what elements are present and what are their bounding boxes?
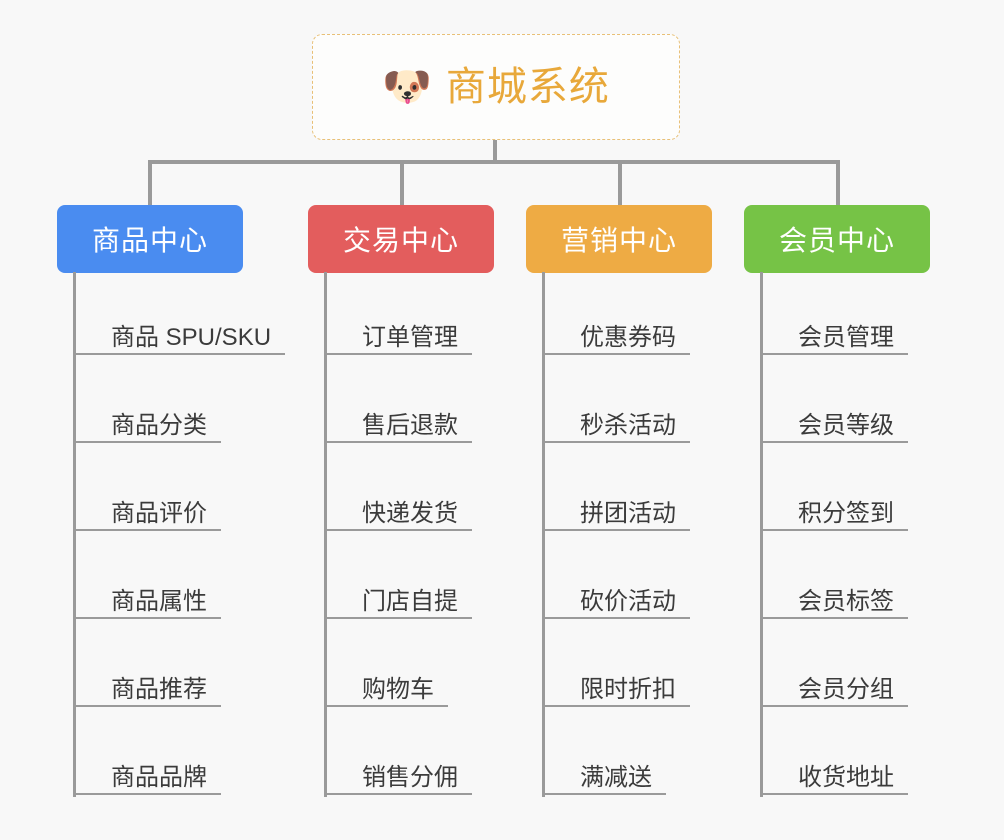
shiba-dog-face-icon: 🐶 — [382, 65, 432, 109]
leaf-item-label: 商品评价 — [111, 500, 207, 527]
leaf-item-underline — [760, 353, 908, 355]
root-title: 商城系统 — [445, 65, 610, 109]
leaf-item-underline — [760, 441, 908, 443]
branch-trunk-line — [542, 272, 545, 797]
leaf-item-underline — [73, 441, 221, 443]
connector-bus-line — [149, 160, 840, 164]
leaf-item-label: 优惠券码 — [580, 324, 676, 351]
leaf-item-label: 商品属性 — [111, 588, 207, 615]
leaf-item-label: 满减送 — [580, 764, 652, 791]
leaf-item-underline — [324, 353, 472, 355]
leaf-item-underline — [73, 793, 221, 795]
leaf-item-label: 商品 SPU/SKU — [111, 324, 272, 351]
leaf-item-label: 会员分组 — [798, 676, 894, 703]
leaf-item-underline — [542, 793, 666, 795]
leaf-item-underline — [73, 353, 285, 355]
leaf-item-label: 售后退款 — [362, 412, 458, 439]
leaf-item-underline — [760, 617, 908, 619]
leaf-item-label: 商品推荐 — [111, 676, 207, 703]
leaf-item-label: 收货地址 — [798, 764, 894, 791]
leaf-item-label: 秒杀活动 — [580, 412, 676, 439]
connector-drop-1 — [148, 160, 152, 206]
category-title-2: 营销中心 — [560, 225, 677, 256]
leaf-item-underline — [73, 617, 221, 619]
connector-drop-4 — [836, 160, 840, 206]
leaf-item-underline — [73, 529, 221, 531]
leaf-item-label: 砍价活动 — [580, 588, 676, 615]
category-box-0[interactable]: 商品中心 — [57, 205, 243, 273]
leaf-item-underline — [760, 793, 908, 795]
leaf-item-label: 拼团活动 — [580, 500, 676, 527]
leaf-item-underline — [760, 705, 908, 707]
leaf-item-underline — [760, 529, 908, 531]
leaf-item-underline — [542, 353, 690, 355]
leaf-item-underline — [542, 617, 690, 619]
leaf-item-label: 会员管理 — [798, 324, 894, 351]
leaf-item-label: 门店自提 — [362, 588, 458, 615]
category-title-0: 商品中心 — [91, 225, 208, 256]
leaf-item-underline — [324, 441, 472, 443]
leaf-item-label: 限时折扣 — [580, 676, 676, 703]
branch-trunk-line — [324, 272, 327, 797]
leaf-item-label: 购物车 — [362, 676, 434, 703]
category-box-2[interactable]: 营销中心 — [526, 205, 712, 273]
root-node[interactable]: 🐶 商城系统 — [312, 34, 680, 140]
leaf-item-underline — [542, 441, 690, 443]
category-title-3: 会员中心 — [778, 225, 895, 256]
branch-trunk-line — [73, 272, 76, 797]
leaf-item-underline — [324, 617, 472, 619]
leaf-item-underline — [73, 705, 221, 707]
leaf-item-label: 快递发货 — [362, 500, 458, 527]
leaf-item-label: 商品分类 — [111, 412, 207, 439]
leaf-item-label: 商品品牌 — [111, 764, 207, 791]
connector-drop-3 — [618, 160, 622, 206]
leaf-item-label: 会员等级 — [798, 412, 894, 439]
category-title-1: 交易中心 — [342, 225, 459, 256]
leaf-item-label: 积分签到 — [798, 500, 894, 527]
leaf-item-label: 销售分佣 — [362, 764, 458, 791]
leaf-item-underline — [542, 705, 690, 707]
category-box-1[interactable]: 交易中心 — [308, 205, 494, 273]
leaf-item-underline — [324, 705, 448, 707]
leaf-item-underline — [542, 529, 690, 531]
leaf-item-underline — [324, 529, 472, 531]
branch-trunk-line — [760, 272, 763, 797]
root-stem-line — [493, 140, 497, 162]
leaf-item-label: 订单管理 — [362, 324, 458, 351]
leaf-item-label: 会员标签 — [798, 588, 894, 615]
connector-drop-2 — [400, 160, 404, 206]
leaf-item-underline — [324, 793, 472, 795]
category-box-3[interactable]: 会员中心 — [744, 205, 930, 273]
